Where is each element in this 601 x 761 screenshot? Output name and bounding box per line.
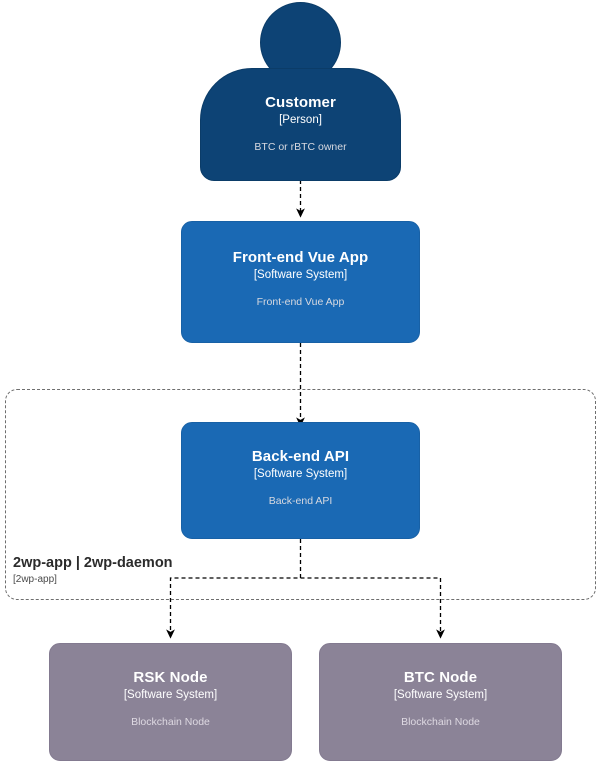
node-backend-description: Back-end API xyxy=(268,495,333,507)
node-frontend-description: Front-end Vue App xyxy=(256,296,345,308)
node-rsk-type: [Software System] xyxy=(123,689,218,701)
node-frontend-type: [Software System] xyxy=(253,269,348,281)
node-backend-title: Back-end API xyxy=(251,448,350,465)
node-btc-text: BTC Node [Software System] Blockchain No… xyxy=(320,669,561,729)
node-btc-title: BTC Node xyxy=(403,669,478,686)
node-customer[interactable]: Customer [Person] BTC or rBTC owner xyxy=(200,2,401,181)
node-rsk-title: RSK Node xyxy=(133,669,208,686)
person-body: Customer [Person] BTC or rBTC owner xyxy=(200,68,401,181)
node-backend-text: Back-end API [Software System] Back-end … xyxy=(182,448,419,508)
boundary-2wp-app xyxy=(5,389,596,600)
node-frontend-text: Front-end Vue App [Software System] Fron… xyxy=(182,249,419,309)
node-btc-node[interactable]: BTC Node [Software System] Blockchain No… xyxy=(319,643,562,761)
node-frontend-title: Front-end Vue App xyxy=(232,249,369,266)
node-btc-description: Blockchain Node xyxy=(401,716,480,728)
node-backend-type: [Software System] xyxy=(253,468,348,480)
node-btc-type: [Software System] xyxy=(393,689,488,701)
node-rsk-text: RSK Node [Software System] Blockchain No… xyxy=(50,669,291,729)
node-backend-api[interactable]: Back-end API [Software System] Back-end … xyxy=(181,422,420,539)
node-rsk-description: Blockchain Node xyxy=(131,716,210,728)
node-rsk-node[interactable]: RSK Node [Software System] Blockchain No… xyxy=(49,643,292,761)
node-customer-text: Customer [Person] BTC or rBTC owner xyxy=(201,94,400,154)
node-frontend-vue-app[interactable]: Front-end Vue App [Software System] Fron… xyxy=(181,221,420,343)
node-customer-description: BTC or rBTC owner xyxy=(254,141,347,153)
node-customer-title: Customer xyxy=(265,94,336,111)
node-customer-type: [Person] xyxy=(279,114,322,126)
